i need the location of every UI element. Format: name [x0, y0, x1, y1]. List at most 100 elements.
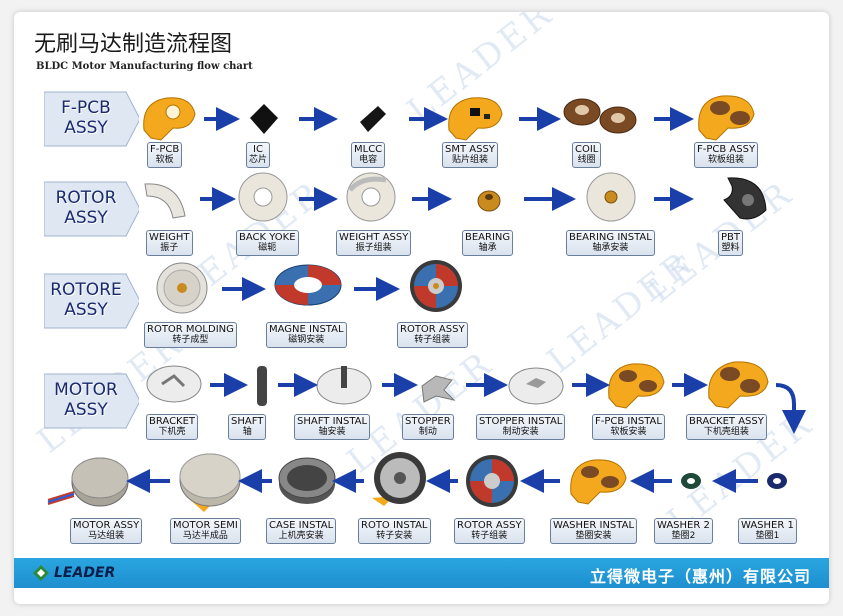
step-label-en: MLCC	[354, 144, 383, 155]
pbt-image	[723, 177, 767, 220]
arrows-layer	[126, 107, 806, 493]
step-label-en: IC	[253, 144, 263, 155]
step-label-cn: 轴承	[478, 243, 497, 253]
step-label-en: ROTOR MOLDING	[147, 324, 234, 335]
step-label-cn: 马达组装	[88, 531, 125, 541]
title-chinese: 无刷马达制造流程图	[34, 32, 233, 57]
step-label-cn: 轴安装	[318, 427, 346, 437]
fpcb-image	[143, 97, 196, 141]
row-label-line2: ASSY	[64, 118, 108, 138]
step-label-en: STOPPER INSTAL	[479, 416, 563, 427]
fpcb-instal-image	[608, 363, 665, 409]
stopper-instal-image	[508, 367, 564, 405]
step-label-en: STOPPER	[405, 416, 451, 427]
roto-instal-image	[372, 452, 426, 506]
step-label-en: WASHER INSTAL	[553, 520, 635, 531]
footer-banner: LEADER 立得微电子（惠州）有限公司	[14, 558, 829, 588]
ic-image	[250, 104, 278, 134]
rotor-assy2-image	[466, 455, 518, 507]
row-label-line2: ASSY	[64, 400, 108, 420]
bracket-assy-image	[708, 361, 769, 409]
step-label-en: F-PCB INSTAL	[595, 416, 662, 427]
step-label-cn: 贴片组装	[451, 155, 488, 165]
step-label-cn: 电容	[359, 155, 378, 165]
weight-image	[144, 183, 186, 219]
step-label-cn: 振子	[160, 243, 179, 253]
step-label-cn: 垫圈1	[755, 531, 780, 541]
step-label-en: ROTOR ASSY	[457, 520, 522, 531]
step-label-en: WEIGHT ASSY	[339, 232, 409, 243]
step-label-cn: 塑料	[721, 243, 740, 253]
logo-text: LEADER	[54, 565, 116, 581]
chevron-shape	[44, 273, 139, 329]
step-label-en: F-PCB ASSY	[697, 144, 756, 155]
step-label-cn: 垫圈2	[671, 531, 696, 541]
step-label-en: MOTOR ASSY	[73, 520, 140, 531]
magnet-ring-image	[274, 264, 342, 306]
step-label-cn: 线圈	[577, 155, 596, 165]
row-label-line2: ASSY	[64, 300, 108, 320]
weight-assy-image	[346, 172, 396, 222]
chevron-shape	[44, 91, 139, 147]
back-yoke-image	[238, 172, 288, 222]
step-label-cn: 软板安装	[610, 427, 647, 437]
stopper-image	[421, 375, 456, 403]
coil-image	[563, 98, 637, 134]
step-label-en: F-PCB	[150, 144, 180, 155]
row-label-line2: ASSY	[64, 208, 108, 228]
diamond-logo-icon	[33, 565, 49, 581]
step-label-cn: 转子安装	[376, 531, 413, 541]
step-label-cn: 马达半成品	[182, 531, 228, 541]
chevron-shape	[44, 373, 139, 429]
step-label-en: BACK YOKE	[239, 232, 296, 243]
bearing-instal-image	[586, 172, 636, 222]
step-label-en: BRACKET	[149, 416, 196, 427]
step-label-en: SHAFT	[231, 416, 264, 427]
step-label-cn: 振子组装	[355, 243, 392, 253]
shaft-image	[257, 366, 267, 406]
rotor-assy-image	[410, 260, 462, 312]
motor-semi-image	[179, 453, 241, 512]
step-label-en: COIL	[575, 144, 599, 155]
step-label-en: SHAFT INSTAL	[297, 416, 368, 427]
step-label-en: WASHER 1	[741, 520, 794, 531]
step-label-cn: 轴	[242, 427, 252, 437]
step-label-cn: 轴承安装	[592, 243, 629, 253]
step-label-cn: 软板组装	[708, 155, 745, 165]
step-label-en: ROTO INSTAL	[361, 520, 428, 531]
step-label-cn: 上机壳安装	[278, 531, 324, 541]
step-label-en: MAGNE INSTAL	[269, 324, 344, 335]
step-label-en: BEARING	[465, 232, 511, 243]
step-label-cn: 磁钢安装	[288, 335, 325, 345]
row-label-line1: F-PCB	[61, 98, 111, 118]
fpcb-assy-image	[698, 95, 755, 141]
leader-logo: LEADER	[32, 564, 115, 582]
step-label-cn: 转子组装	[471, 531, 508, 541]
step-label-en: WEIGHT	[149, 232, 190, 243]
